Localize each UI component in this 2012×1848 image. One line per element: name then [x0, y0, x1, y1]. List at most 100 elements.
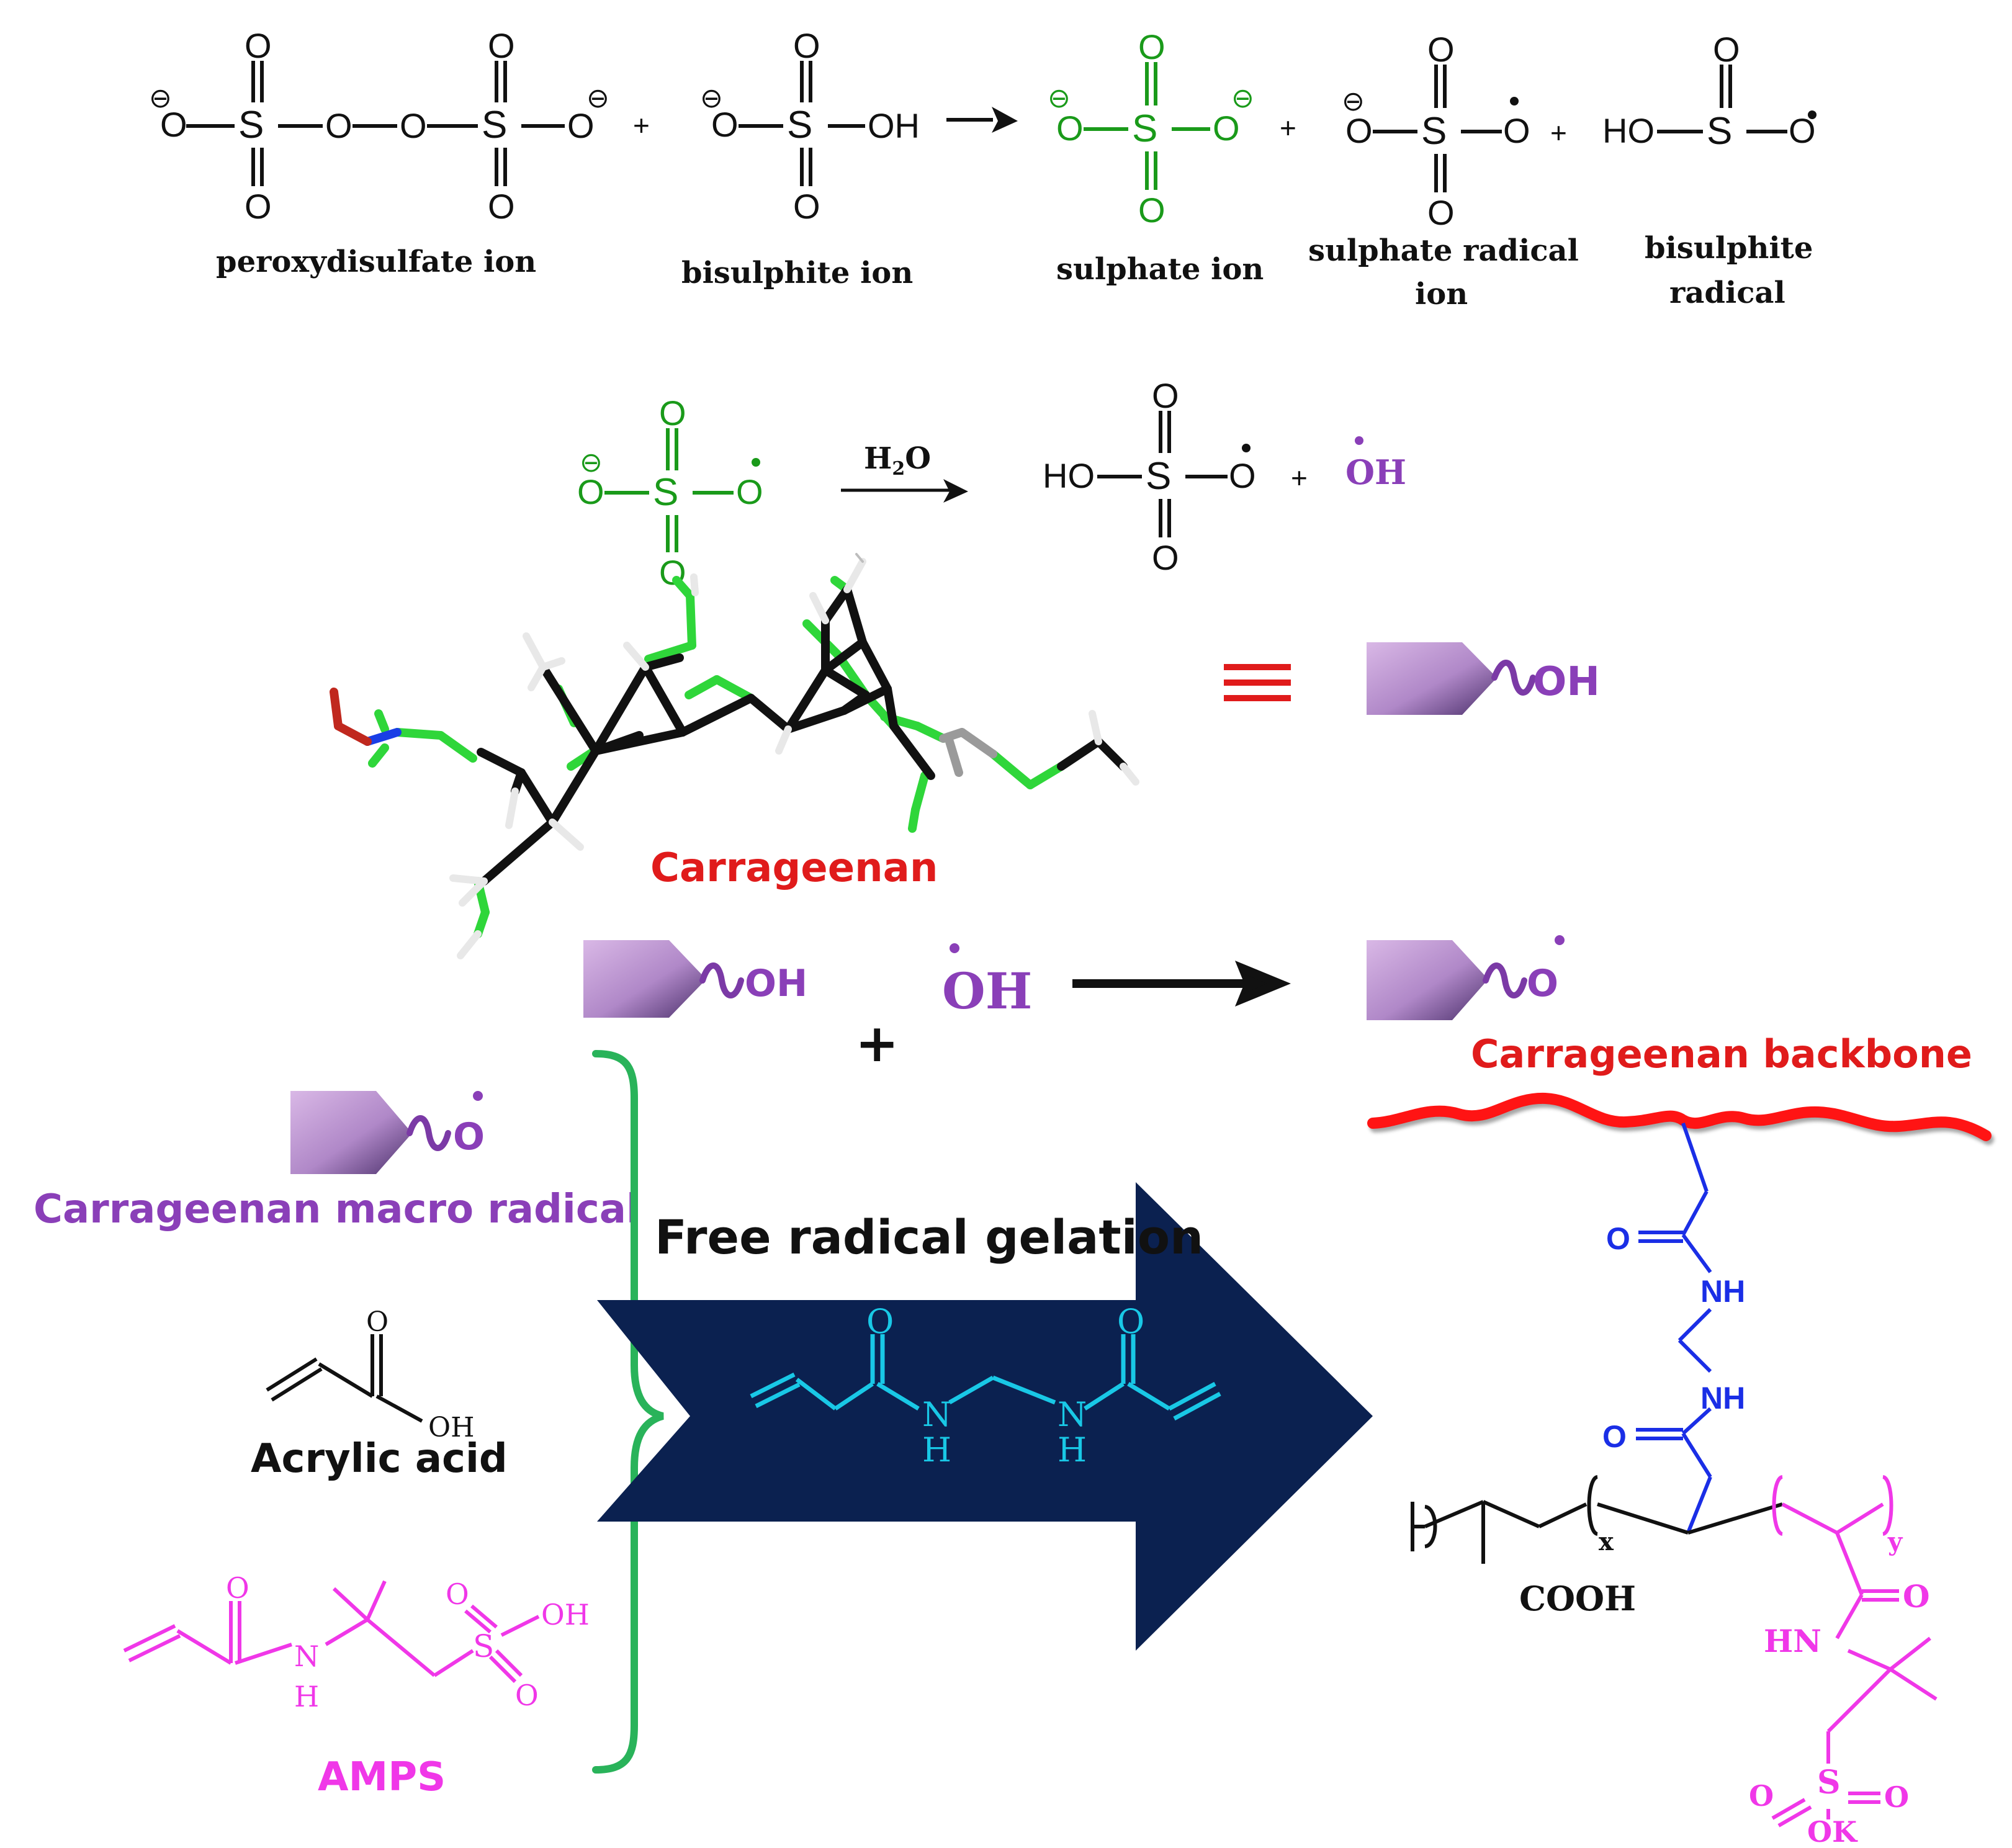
atom-o: O — [1213, 109, 1240, 148]
acrylic-acid-structure — [266, 1334, 423, 1423]
radical-formation-arrow — [1072, 961, 1291, 1007]
atom-o: O — [488, 26, 515, 65]
peroxydisulfate-structure: ⊖ O S O O O O S O O O ⊖ — [149, 26, 609, 226]
carrageenan-macro-radical-icon: O — [290, 1091, 485, 1174]
atom-o: O — [400, 106, 427, 145]
atom-o: O — [325, 106, 353, 145]
atom-nh: NH — [1700, 1274, 1745, 1309]
carrageenan-backbone-curve — [1367, 1092, 1992, 1141]
macro-radical-label: Carrageenan macro radical — [34, 1186, 640, 1232]
charge-sign: ⊖ — [586, 83, 609, 114]
icon-o-label: O — [1527, 962, 1558, 1005]
atom-hn: HN — [1764, 1623, 1821, 1659]
sulphate-radical-label-line1: sulphate radical — [1308, 233, 1579, 268]
peroxydisulfate-label: peroxydisulfate ion — [216, 244, 536, 279]
atom-s: S — [1421, 110, 1447, 153]
atom-h: H — [294, 1680, 319, 1713]
atom-o: O — [1903, 1578, 1930, 1615]
atom-o: O — [866, 1302, 894, 1341]
icon-oh-label: OH — [745, 962, 807, 1005]
plus-sign: + — [1280, 112, 1296, 144]
acrylic-repeat-unit — [1411, 1475, 1783, 1564]
atom-o: O — [1602, 1419, 1627, 1454]
bisulphite-radical-structure: HO S O O — [1602, 30, 1817, 153]
atom-ho: HO — [1043, 456, 1095, 495]
charge-sign: ⊖ — [700, 83, 723, 114]
atom-o: O — [488, 187, 515, 226]
radical-dot — [950, 943, 959, 953]
equivalence-sign — [1224, 664, 1291, 701]
mba-crosslinker-structure — [750, 1334, 1221, 1421]
carrageenan-3d-model — [330, 553, 1139, 959]
hydroxyl-radical: OH — [942, 962, 1032, 1020]
atom-o: O — [1884, 1780, 1909, 1814]
atom-oh: OH — [868, 106, 920, 145]
atom-oh: OH — [428, 1412, 474, 1443]
subscript-y: y — [1887, 1527, 1903, 1556]
charge-sign: ⊖ — [1231, 83, 1254, 114]
atom-o: O — [1427, 193, 1455, 232]
atom-ok: OK — [1807, 1815, 1858, 1848]
charge-sign: ⊖ — [580, 447, 603, 478]
atom-o: O — [659, 393, 686, 433]
atom-o: O — [567, 106, 595, 145]
sulphate-radical-label-line2: ion — [1415, 277, 1468, 312]
atom-n: N — [1058, 1395, 1087, 1434]
bisulphite-label: bisulphite ion — [681, 256, 913, 290]
reaction-arrow — [946, 107, 1018, 133]
atom-h: H — [922, 1430, 951, 1469]
radical-dot — [1555, 935, 1565, 945]
atom-o: O — [793, 187, 820, 226]
atom-oh: OH — [541, 1598, 590, 1631]
carrageenan-radical-product-icon: O — [1367, 935, 1565, 1020]
charge-sign: ⊖ — [1342, 86, 1365, 117]
amps-label: AMPS — [318, 1754, 446, 1800]
atom-o: O — [1345, 111, 1373, 150]
bisulphite-radical-product-structure: HO S O O O — [1043, 376, 1256, 577]
gelation-title: Free radical gelation — [655, 1209, 1203, 1265]
atom-o: O — [1503, 111, 1530, 150]
water-formula: H2O — [864, 441, 931, 480]
backbone-label: Carrageenan backbone — [1471, 1031, 1972, 1077]
atom-o: O — [1229, 456, 1256, 495]
amps-structure — [123, 1580, 540, 1684]
atom-h: H — [1058, 1430, 1087, 1469]
atom-o: O — [1152, 376, 1179, 415]
icon-o-label: O — [453, 1115, 485, 1159]
atom-o: O — [226, 1571, 249, 1605]
icon-oh-label: OH — [1533, 659, 1600, 705]
charge-sign: ⊖ — [149, 83, 172, 114]
atom-o: O — [1606, 1221, 1630, 1256]
atom-o: O — [1749, 1779, 1774, 1813]
atom-o: O — [160, 105, 187, 144]
atom-o: O — [1056, 109, 1084, 148]
sulphate-radical-green-structure: ⊖ O S O O O — [577, 393, 763, 592]
atom-s: S — [482, 104, 507, 146]
radical-dot — [1355, 436, 1363, 445]
atom-ho: HO — [1602, 111, 1655, 150]
atom-o: O — [1152, 538, 1179, 577]
atom-s: S — [473, 1628, 494, 1664]
plus-sign: + — [1291, 462, 1308, 494]
sulphate-ion-label: sulphate ion — [1056, 252, 1264, 287]
atom-s: S — [1132, 107, 1157, 150]
bisulphite-structure: ⊖ O S O O OH — [700, 26, 920, 226]
acrylic-acid-label: Acrylic acid — [251, 1436, 508, 1482]
atom-o: O — [366, 1306, 388, 1338]
radical-dot — [473, 1091, 483, 1101]
bisulphite-radical-label-line2: radical — [1669, 276, 1785, 310]
atom-o: O — [1138, 191, 1165, 230]
atom-o: O — [736, 472, 763, 511]
atom-o: O — [1138, 27, 1165, 66]
atom-s: S — [1817, 1764, 1841, 1801]
bisulphite-radical-label-line1: bisulphite — [1645, 231, 1813, 266]
atom-o: O — [1117, 1302, 1144, 1341]
subscript-x: x — [1599, 1527, 1614, 1556]
atom-n: N — [922, 1395, 951, 1434]
carrageenan-oh-icon: OH — [1367, 642, 1600, 715]
atom-o: O — [1713, 30, 1740, 69]
atom-s: S — [787, 104, 812, 146]
atom-o: O — [245, 187, 272, 226]
